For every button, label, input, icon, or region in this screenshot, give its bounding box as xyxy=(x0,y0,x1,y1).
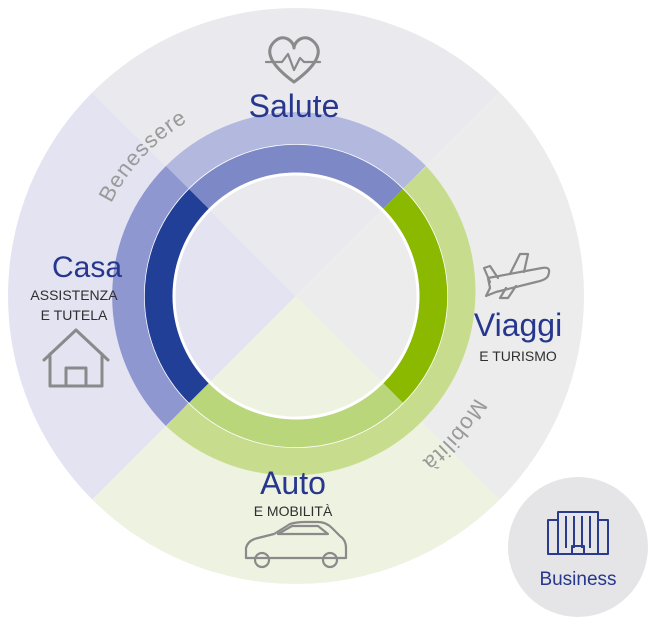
viaggi-title: Viaggi xyxy=(474,307,562,343)
casa-subtitle-line1: ASSISTENZA xyxy=(30,287,118,303)
section-auto[interactable]: Auto E MOBILITÀ xyxy=(244,465,348,569)
casa-subtitle-line2: E TUTELA xyxy=(41,307,108,323)
section-salute[interactable]: Salute xyxy=(249,36,340,124)
auto-subtitle: E MOBILITÀ xyxy=(254,503,333,519)
business-button[interactable]: Business xyxy=(508,477,648,617)
casa-title: Casa xyxy=(52,251,122,284)
house-icon xyxy=(42,328,110,388)
viaggi-subtitle: E TURISMO xyxy=(479,348,557,364)
auto-title: Auto xyxy=(260,465,326,501)
inner-separator xyxy=(172,172,420,420)
car-icon xyxy=(244,520,348,569)
section-casa[interactable]: Casa ASSISTENZA E TUTELA xyxy=(30,251,122,388)
business-label: Business xyxy=(539,569,616,590)
heart-pulse-icon xyxy=(264,36,322,84)
salute-title: Salute xyxy=(249,88,340,124)
office-building-icon xyxy=(547,511,609,555)
outer-ring xyxy=(112,112,476,476)
inner-ring xyxy=(144,144,448,448)
airplane-icon xyxy=(482,252,551,300)
section-viaggi[interactable]: Viaggi E TURISMO xyxy=(474,252,562,364)
